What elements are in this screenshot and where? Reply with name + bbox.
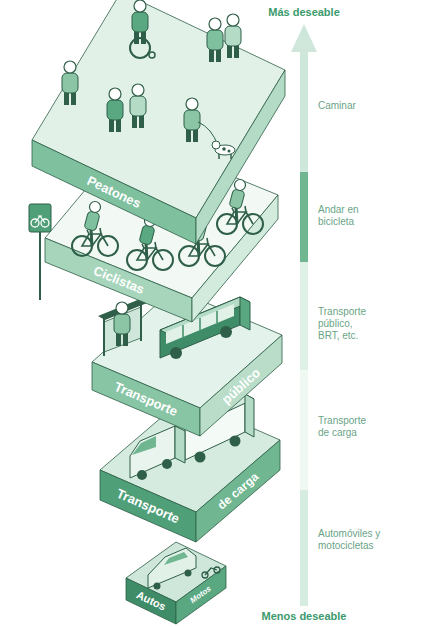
mode-slab: Peatones [32,0,285,244]
slab-left-face [126,578,176,624]
scale-level-label: Caminar [318,100,398,112]
scale-level-label: Transporte de carga [318,415,376,439]
scale-end-label: Más deseable [268,6,340,18]
slab-left-face [92,362,200,436]
slab-shape [32,0,285,244]
bar-segment [300,490,308,606]
bar-segment [300,262,308,370]
slab-right-face [192,195,278,322]
scale-level-label: Transporte público, BRT, etc. [318,306,376,342]
scale-level-label: Andar en bicicleta [318,204,388,228]
bar-segment [300,172,308,262]
slab-left-face [100,470,196,542]
slab-right-face [176,566,226,624]
bar-segment [300,52,308,172]
scale-level-label: Automóviles y motocicletas [318,528,390,552]
slab-right-face [196,440,280,542]
arrow-head [291,24,317,52]
bar-segment [300,370,308,490]
slab-right-face [200,335,282,436]
scale-end-label: Menos deseable [262,610,347,622]
slab-left-face [45,238,192,322]
